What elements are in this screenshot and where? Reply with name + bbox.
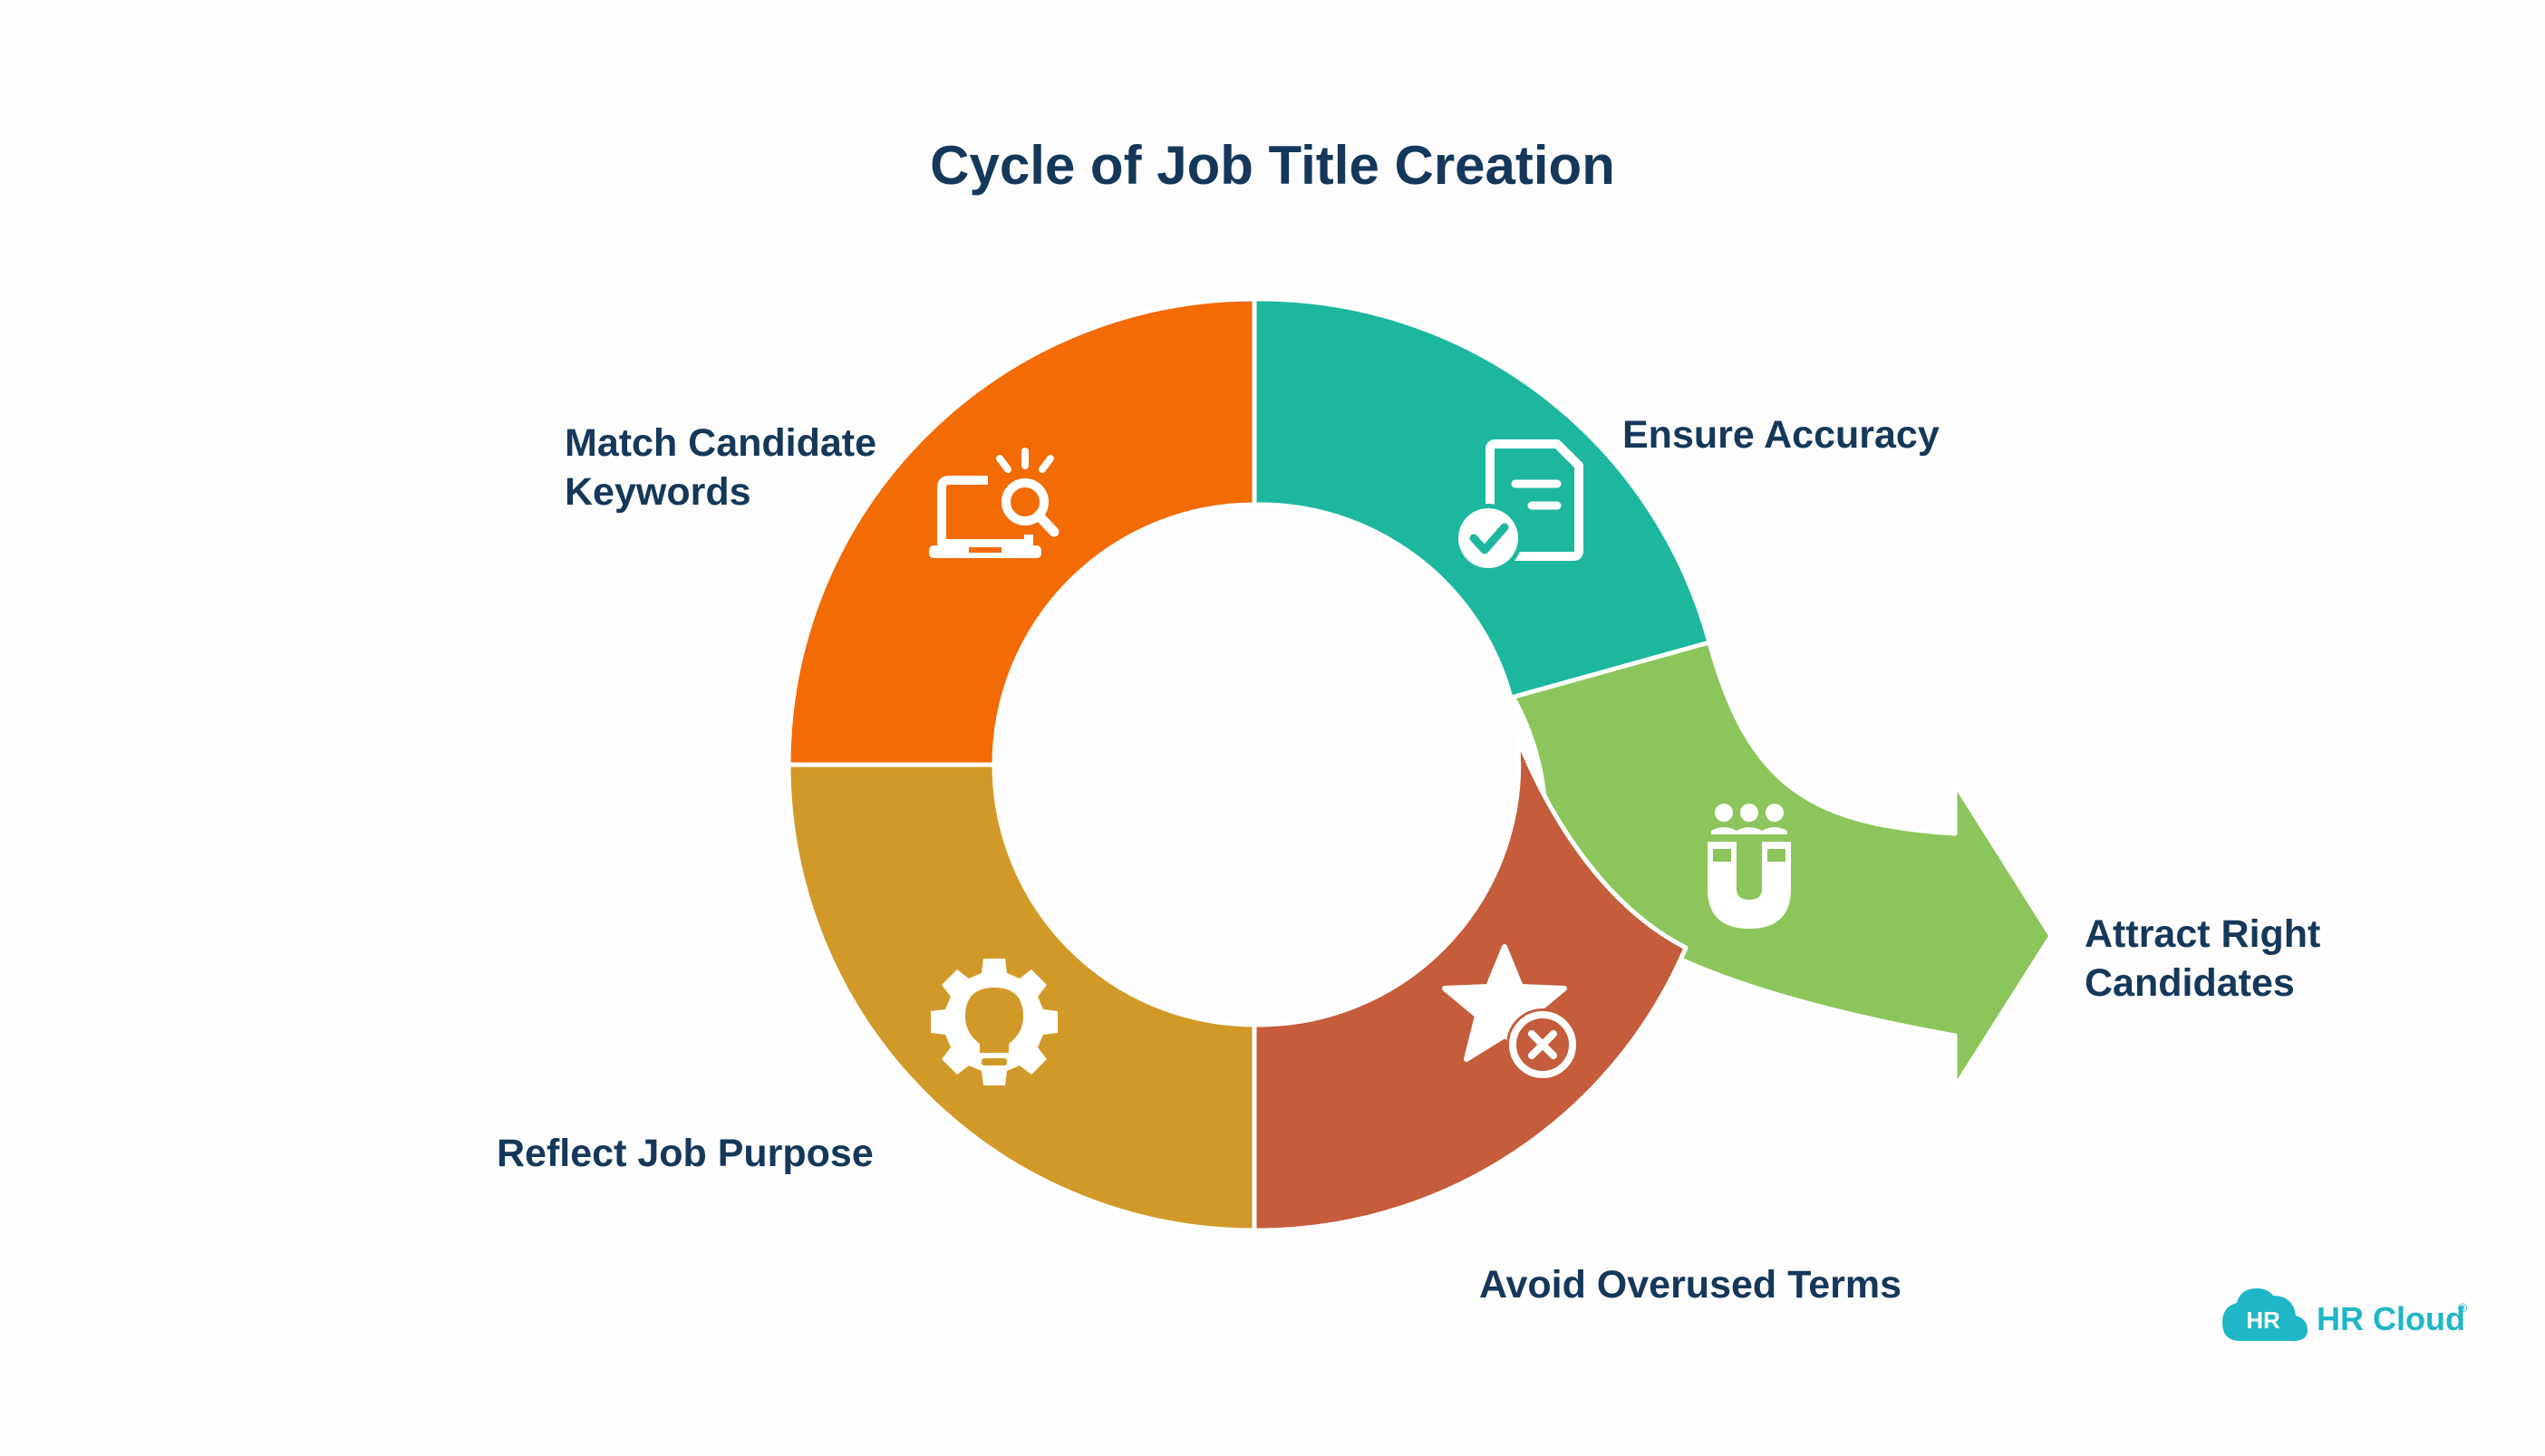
segment-avoid-overused-terms [1252, 734, 1689, 1233]
label-attract-line-1: Attract Right [2085, 912, 2320, 956]
star-cancel-icon [1442, 944, 1579, 1081]
laptop-search-icon [929, 448, 1060, 558]
segment-match-candidate-keywords [786, 296, 1257, 767]
gear-lightbulb-icon [931, 959, 1058, 1085]
magnet-people-icon [1708, 804, 1791, 929]
label-reflect-job-purpose: Reflect Job Purpose [497, 1132, 874, 1175]
hr-badge-text: HR [2246, 1307, 2280, 1334]
label-attract-right-candidates: Attract Right Candidates [2085, 912, 2331, 1005]
label-match-line-1: Match Candidate [565, 421, 876, 465]
cloud-icon [2222, 1288, 2308, 1341]
label-match-line-2: Keywords [565, 470, 751, 514]
hr-cloud-logo: HR HR Cloud ® [2222, 1288, 2468, 1341]
label-match-candidate-keywords: Match Candidate Keywords [565, 421, 887, 514]
document-check-icon [1454, 439, 1583, 573]
registered-mark: ® [2458, 1300, 2468, 1315]
label-attract-line-2: Candidates [2085, 961, 2295, 1005]
segment-ensure-accuracy [1252, 296, 1712, 700]
label-ensure-accuracy: Ensure Accuracy [1622, 413, 1940, 457]
brand-name: HR Cloud [2317, 1300, 2465, 1337]
label-avoid-overused-terms: Avoid Overused Terms [1479, 1263, 1901, 1307]
diagram-title: Cycle of Job Title Creation [930, 135, 1615, 196]
